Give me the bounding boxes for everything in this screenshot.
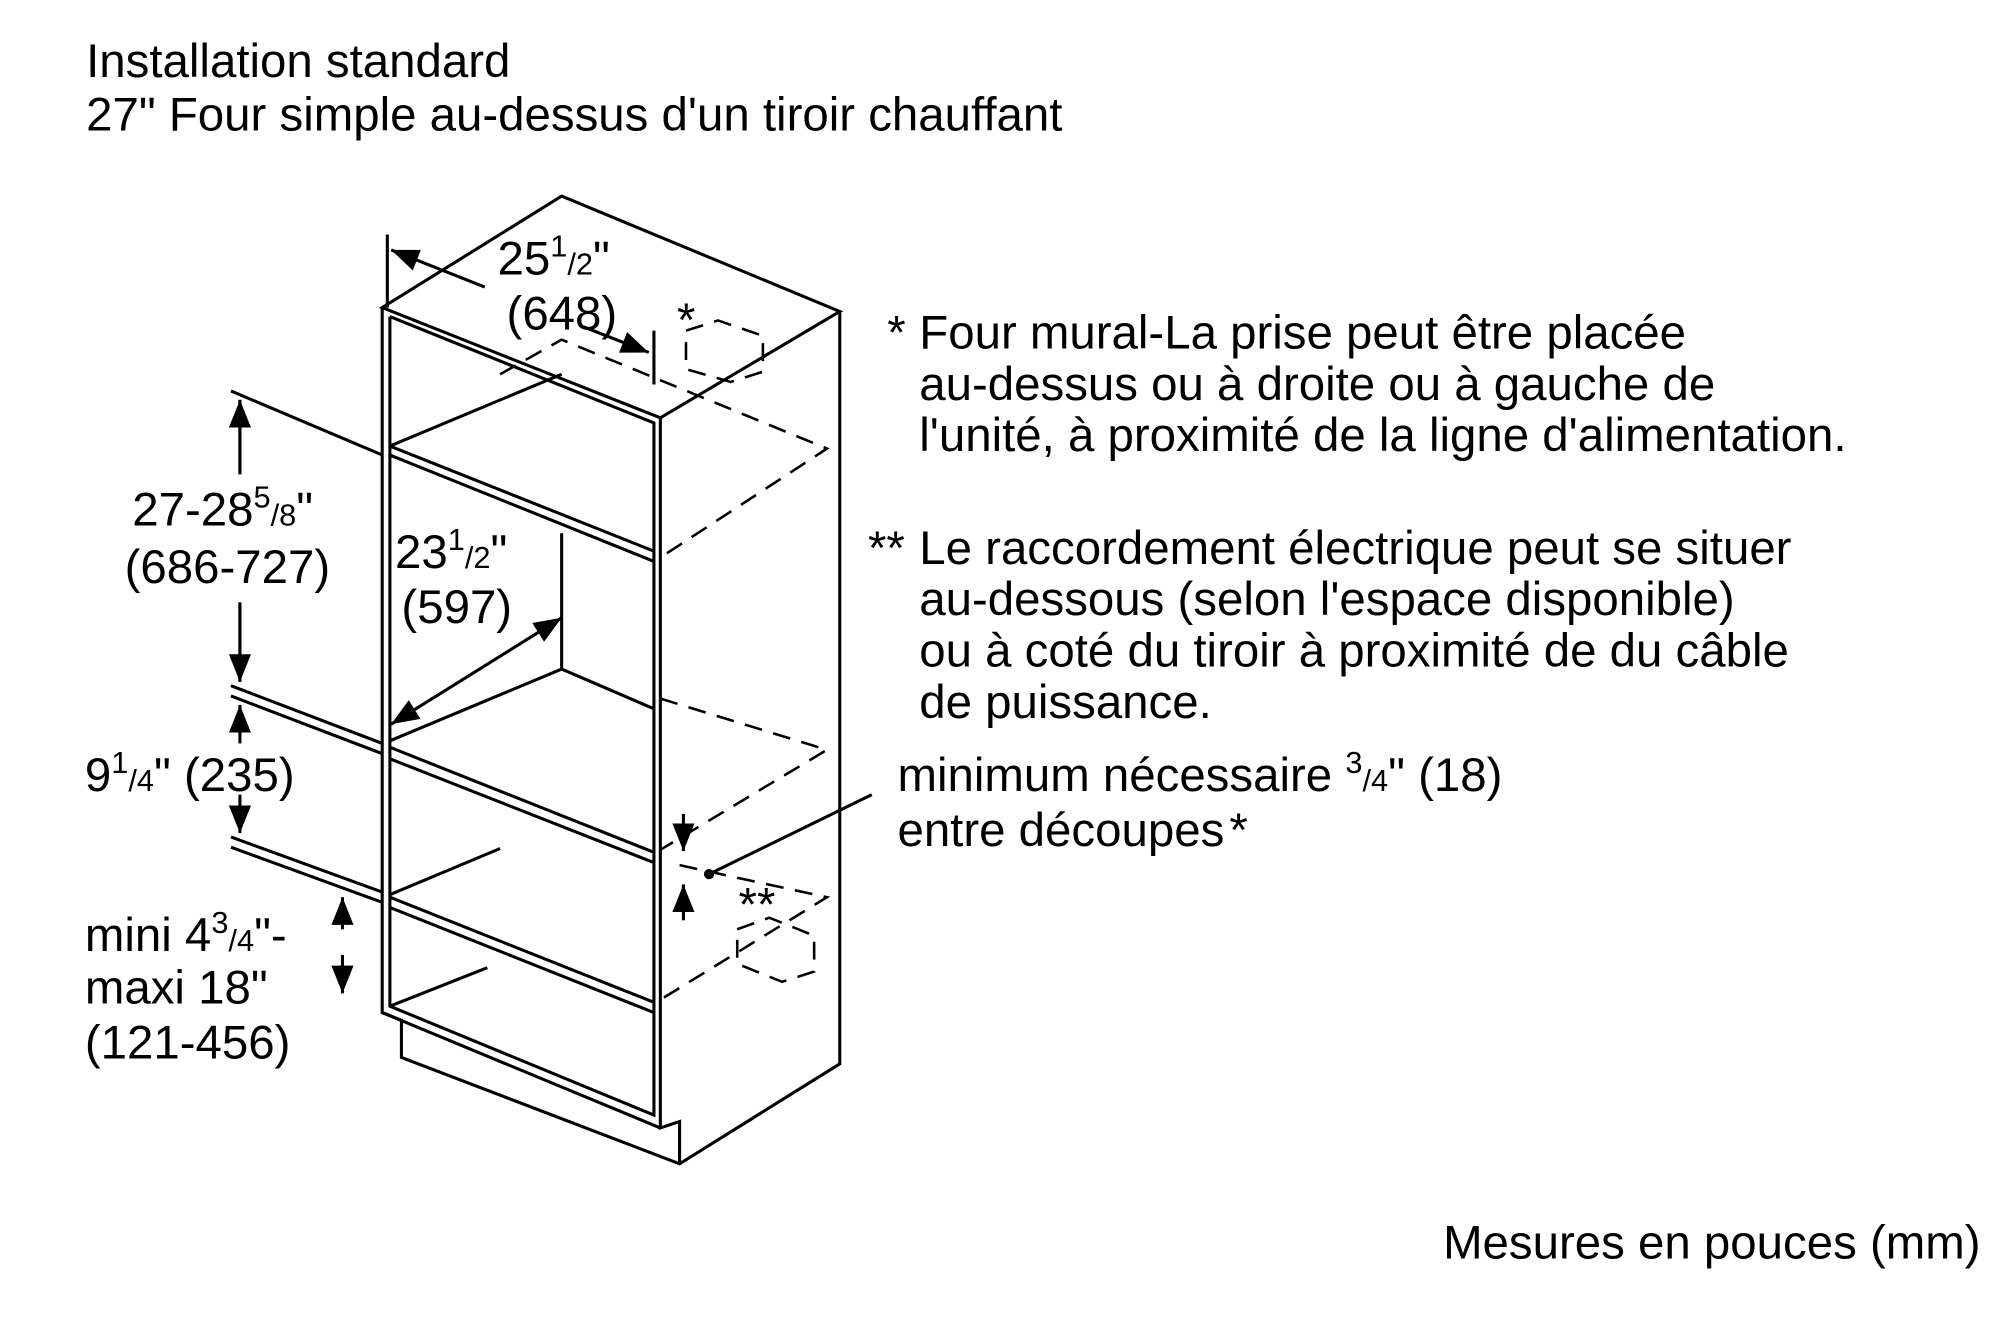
note-1-line: Four mural-La prise peut être placée bbox=[919, 307, 1686, 360]
base-height-max: maxi 18" bbox=[85, 962, 268, 1015]
units-footer: Mesures en pouces (mm) bbox=[1443, 1217, 1980, 1270]
note-1-marker: * bbox=[887, 307, 905, 360]
outlet-marker-single: * bbox=[677, 294, 695, 347]
note-2-line: ou à coté du tiroir à proximité de du câ… bbox=[919, 625, 1789, 678]
oven-height-mm: (686-727) bbox=[125, 541, 331, 594]
depth-label: 231/2" bbox=[395, 522, 507, 579]
width-label: 251/2" bbox=[498, 228, 610, 285]
note-1-line: l'unité, à proximité de la ligne d'alime… bbox=[919, 409, 1846, 462]
dimension-lines bbox=[228, 234, 873, 994]
note-2-marker: ** bbox=[868, 522, 905, 575]
gap-label: minimum nécessaire 3/4" (18) bbox=[897, 745, 1502, 802]
title-line-2: 27" Four simple au-dessus d'un tiroir ch… bbox=[86, 89, 1062, 142]
gap-label-line-2: entre découpes* bbox=[897, 804, 1247, 857]
base-height-mm: (121-456) bbox=[85, 1017, 291, 1070]
title-line-1: Installation standard bbox=[86, 35, 510, 88]
outlet-marker-double: ** bbox=[739, 878, 776, 931]
note-2-line: au-dessous (selon l'espace disponible) bbox=[919, 573, 1734, 626]
note-2-line: Le raccordement électrique peut se situe… bbox=[919, 522, 1791, 575]
cabinet-drawing bbox=[378, 194, 844, 1166]
note-2-line: de puissance. bbox=[919, 676, 1212, 729]
oven-height-label: 27-285/8" bbox=[132, 480, 313, 537]
leader-dot bbox=[703, 869, 715, 880]
note-1-line: au-dessus ou à droite ou à gauche de bbox=[919, 358, 1715, 411]
drawer-height-label: 91/4" (235) bbox=[85, 745, 295, 802]
depth-mm: (597) bbox=[401, 581, 512, 634]
width-mm: (648) bbox=[507, 287, 618, 340]
base-height-label: mini 43/4"- bbox=[85, 905, 287, 962]
